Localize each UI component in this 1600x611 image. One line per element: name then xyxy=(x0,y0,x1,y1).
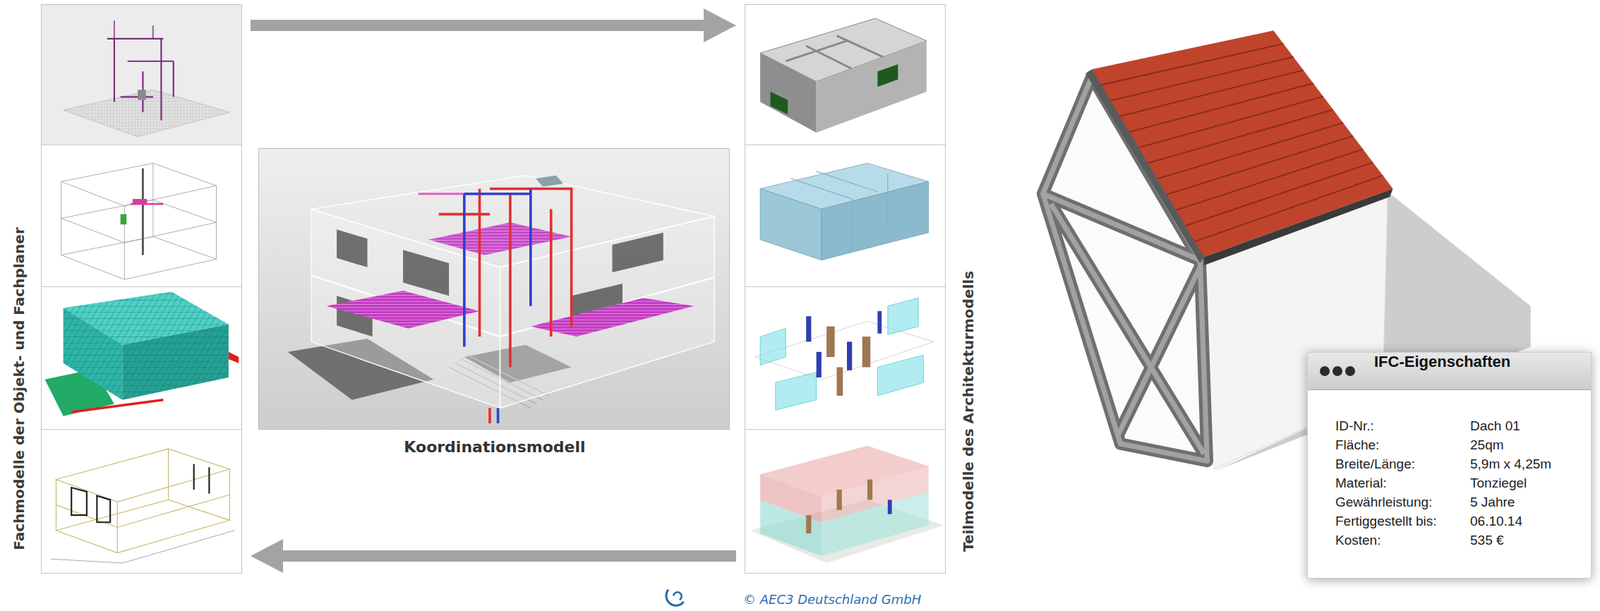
house-model xyxy=(1085,69,1205,264)
openings-model xyxy=(846,341,852,370)
building-services-model xyxy=(132,199,147,204)
storey-model xyxy=(805,515,811,534)
window-dots xyxy=(1307,352,1365,390)
building-services-model xyxy=(141,168,144,256)
architecture-walls-model xyxy=(760,52,817,133)
panel-caption: Koordinationsmodell xyxy=(259,437,731,458)
openings-model xyxy=(755,297,934,411)
thumbnail-backgrounds xyxy=(40,4,243,146)
thumbnail-backgrounds xyxy=(40,144,946,430)
space-model xyxy=(790,171,888,250)
coordination-model xyxy=(611,232,663,273)
openings-model xyxy=(760,328,786,366)
storey-model xyxy=(887,499,893,514)
property-name: Material: xyxy=(1335,473,1387,493)
property-name: ID-Nr.: xyxy=(1335,416,1375,436)
property-value: 5,9m x 4,25m xyxy=(1470,454,1552,474)
property-value: 25qm xyxy=(1470,435,1505,455)
structural-mesh-model xyxy=(71,400,164,413)
architecture-walls-model xyxy=(877,64,898,87)
window-dot xyxy=(1345,366,1356,377)
space-model xyxy=(760,188,822,260)
coordination-model xyxy=(402,249,449,296)
vertical-heading: Teilmodelle des Architekturmodells xyxy=(959,271,977,552)
storey-model xyxy=(750,446,945,564)
structural-mesh-model xyxy=(122,324,228,401)
coordination-model xyxy=(438,188,572,424)
property-name: Gewährleistung: xyxy=(1335,492,1433,512)
coordination-model xyxy=(326,290,480,329)
card-title: IFC-Eigenschaften xyxy=(1374,352,1511,372)
thumbnail-backgrounds xyxy=(40,144,243,574)
storey-model xyxy=(867,479,873,500)
property-value: 06.10.14 xyxy=(1470,511,1523,531)
building-services-model xyxy=(61,163,217,280)
plumbing-model xyxy=(63,20,231,137)
property-value: 535 € xyxy=(1470,530,1505,550)
coordination-model xyxy=(336,229,368,267)
coordination-model xyxy=(258,148,730,430)
vertical-heading: Fachmodelle der Objekt- und Fachplaner xyxy=(10,227,28,551)
openings-model xyxy=(816,352,822,378)
company-logo xyxy=(666,590,684,607)
property-value: Dach 01 xyxy=(1470,416,1521,436)
window-dot xyxy=(1319,366,1330,377)
openings-model xyxy=(877,311,882,334)
plumbing-model xyxy=(114,20,154,39)
openings-model xyxy=(805,316,811,342)
architecture-walls-model xyxy=(816,40,927,133)
wireframe-model xyxy=(50,448,235,564)
coordination-model xyxy=(530,297,694,337)
property-name: Kosten: xyxy=(1335,530,1381,550)
wireframe-model xyxy=(50,530,235,564)
openings-model xyxy=(775,372,817,411)
model-panel: Koordinationsmodell xyxy=(258,148,730,430)
thumbnail-backgrounds xyxy=(40,4,946,574)
thumbnail-backgrounds xyxy=(744,4,946,574)
plumbing-model xyxy=(137,89,147,100)
structural-mesh-model xyxy=(228,352,239,364)
company-logo xyxy=(673,592,682,600)
flow-arrow xyxy=(250,539,737,574)
building-services-model xyxy=(120,214,128,225)
property-value: 5 Jahre xyxy=(1470,492,1515,512)
storey-model xyxy=(837,489,842,511)
wireframe-model xyxy=(56,448,231,553)
house-model xyxy=(1091,30,1394,257)
space-model xyxy=(821,181,929,260)
property-card: IFC-EigenschaftenID-Nr.: Dach 01 Fläche: 25… xyxy=(1307,352,1592,579)
company-logo xyxy=(666,590,684,607)
structural-mesh-model xyxy=(45,291,240,416)
openings-model xyxy=(837,367,844,396)
property-name: Breite/Länge: xyxy=(1335,454,1416,474)
architecture-walls-model xyxy=(760,18,927,133)
building-services-model xyxy=(61,163,217,280)
copyright-note: © AEC3 Deutschland GmbH xyxy=(743,592,922,608)
window-dot xyxy=(1332,366,1343,377)
storey-model xyxy=(760,474,822,523)
property-name: Fertiggestellt bis: xyxy=(1335,511,1437,531)
space-model xyxy=(760,163,929,260)
openings-model xyxy=(887,297,919,335)
house-model xyxy=(1204,188,1393,265)
coordination-model xyxy=(535,175,564,188)
model-column: Teilmodelle des Architekturmodells xyxy=(744,4,946,574)
structural-mesh-model xyxy=(63,308,123,401)
openings-model xyxy=(877,355,924,396)
openings-model xyxy=(826,326,835,358)
storey-model xyxy=(821,466,929,523)
architecture-walls-model xyxy=(770,91,789,115)
plumbing-model xyxy=(107,38,174,121)
title-bar: IFC-Eigenschaften xyxy=(1307,352,1591,391)
coordination-model xyxy=(464,188,531,424)
flow-arrow xyxy=(250,8,737,43)
coordination-model xyxy=(258,148,730,430)
coordination-model xyxy=(311,275,715,337)
property-name: Fläche: xyxy=(1335,435,1380,455)
openings-model xyxy=(862,336,871,368)
property-value: Tonziegel xyxy=(1470,473,1527,493)
model-column: Fachmodelle der Objekt- und Fachplaner xyxy=(40,4,243,574)
wireframe-model xyxy=(71,464,209,523)
